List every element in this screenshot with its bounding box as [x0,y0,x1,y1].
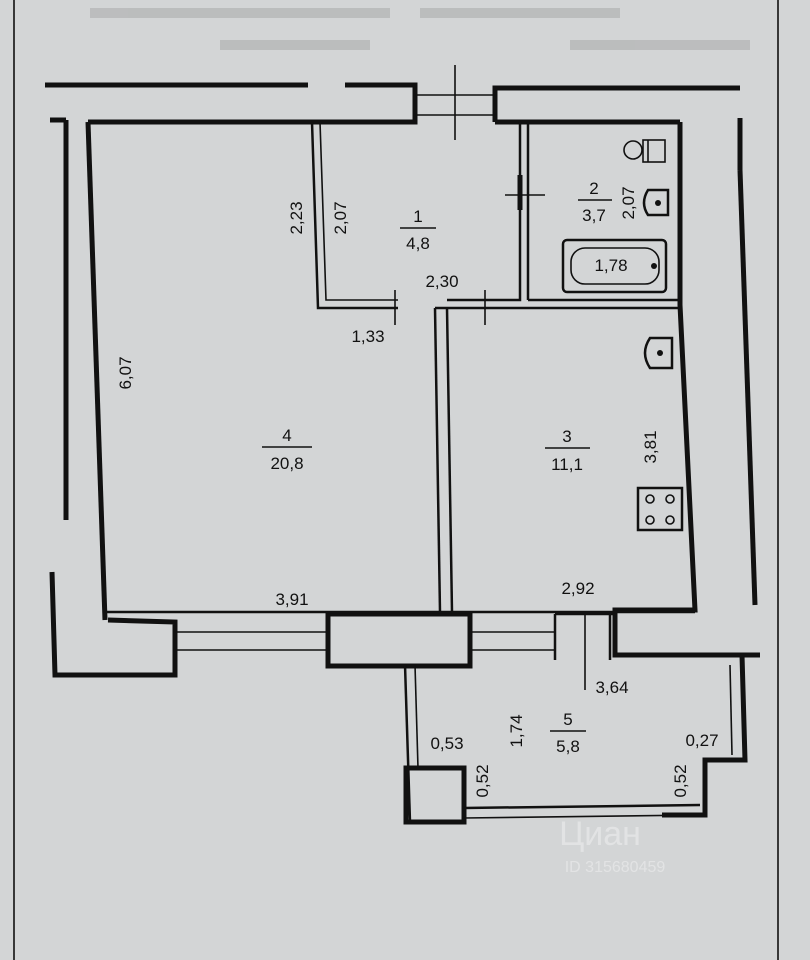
dimension-room1-height: 2,07 [331,201,350,234]
dimension-room4-width: 3,91 [275,590,308,609]
room-2-area: 3,7 [582,206,606,225]
dimension-balcony-right-offset: 0,27 [685,731,718,750]
outer-walls [45,82,760,678]
interior-walls [105,121,695,614]
room-5-number: 5 [563,710,572,729]
dimension-room4-height: 6,07 [116,356,135,389]
dimension-passage-width: 1,33 [351,327,384,346]
balcony [403,612,748,825]
dimension-labels: 2,23 2,07 2,07 2,30 1,33 6,07 3,91 3,81 … [116,186,719,797]
room-4-area: 20,8 [270,454,303,473]
dimension-room3-height: 3,81 [641,430,660,463]
dimension-room2-height: 2,07 [619,186,638,219]
room-5-area: 5,8 [556,737,580,756]
dimension-hall-height: 2,23 [287,201,306,234]
watermark-id: ID 315680459 [565,859,666,876]
room-4-number: 4 [282,426,291,445]
balcony-left-pillar [403,765,467,825]
dimension-balcony-width: 3,64 [595,678,628,697]
faded-header-text [90,8,750,50]
kitchen-fixtures [636,336,684,532]
dimension-balcony-left-pillar: 0,52 [473,764,492,797]
room-2-number: 2 [589,179,598,198]
toilet-icon [623,139,666,163]
dimension-balcony-depth: 1,74 [507,714,526,747]
dimension-bathtub-length: 1,78 [594,256,627,275]
room-3-area: 11,1 [551,455,583,474]
cian-watermark: Циан ID 315680459 [559,815,665,876]
dimension-balcony-left-offset: 0,53 [430,734,463,753]
room-labels: 1 4,8 2 3,7 3 11,1 4 20,8 5 5,8 [262,179,612,756]
bathtub-icon [561,238,668,294]
watermark-text: Циан [559,815,641,853]
room-1-number: 1 [413,207,422,226]
balcony-door [325,611,473,669]
room-1-area: 4,8 [406,234,430,253]
stove-icon [636,486,684,532]
bathroom-fixtures [561,139,670,294]
sink-icon [642,188,670,217]
room-3-number: 3 [562,427,571,446]
kitchen-sink-icon [643,336,674,370]
dimension-room3-width: 2,92 [561,579,594,598]
windows [175,65,615,669]
dimension-room1-width: 2,30 [425,272,458,291]
dimension-balcony-right-pillar: 0,52 [671,764,690,797]
